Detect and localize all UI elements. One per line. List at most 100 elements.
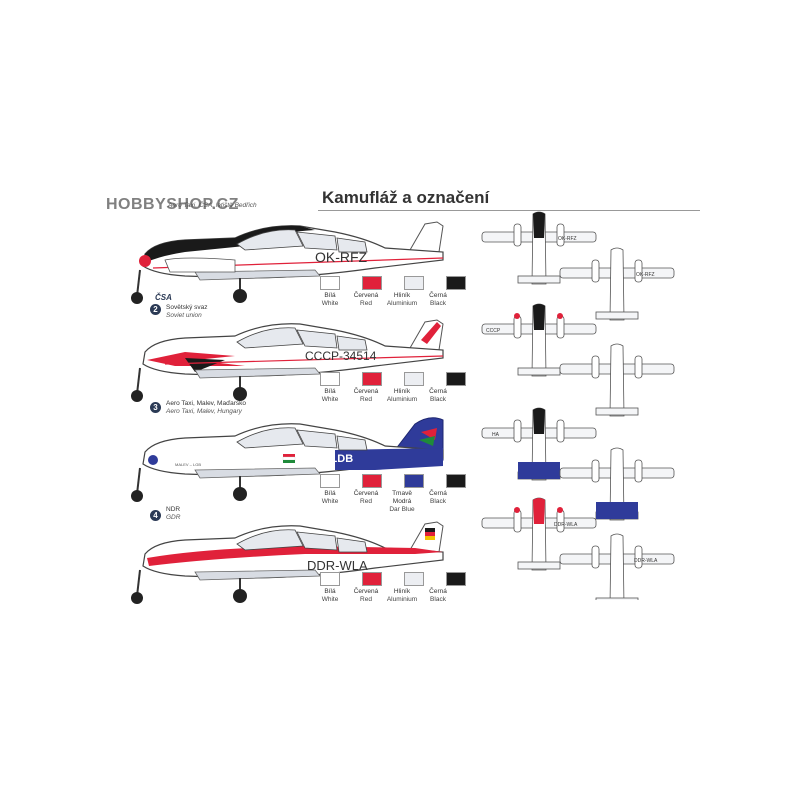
swatch-aluminium [404, 572, 424, 586]
swatch-label-cz: Hliník [393, 292, 411, 299]
swatch-label-en: Dar Blue [389, 506, 415, 513]
plan-top-4-reg: DDR-WLA [554, 522, 578, 528]
scheme-3-side-view: HA-LDB MALEV – LGB [131, 417, 444, 502]
plan-bottom-2 [559, 343, 675, 417]
swatch-label-cz: Hliník [393, 388, 411, 395]
swatch-label-en: White [321, 498, 339, 505]
swatch-label-cz: Tmavě Modrá [392, 490, 412, 505]
scheme-3-swatch-row [312, 474, 474, 488]
swatch-black [446, 474, 466, 488]
scheme-1-caption-en: Aero Taxi, ČSA, letiště Bedřich [168, 202, 257, 209]
swatch-white [320, 276, 340, 290]
swatch-aluminium [404, 372, 424, 386]
plan-bottom-4-reg: DDR-WLA [634, 558, 658, 564]
scheme-2-caption: Sovětský svaz Soviet union [166, 304, 208, 320]
swatch-label-en: Red [360, 596, 372, 603]
plan-bottom-4: DDR-WLA [559, 533, 675, 600]
scheme-1-fin-text: ČSA [155, 293, 172, 302]
scheme-3-side-text: MALEV – LGB [175, 462, 201, 467]
plan-views: OK-RFZ OK-RFZ CCCP HA DDR-WLA DDR-WLA [481, 211, 675, 600]
scheme-2-registration: CCCP-34514 [305, 349, 377, 363]
scheme-4-side-view: DDR-WLA [131, 521, 444, 604]
plan-top-3: HA [481, 407, 597, 481]
title-divider [318, 210, 700, 211]
swatch-red [362, 276, 382, 290]
swatch-label-cz: Červená [353, 292, 379, 299]
swatch-white [320, 572, 340, 586]
plan-top-2-reg: CCCP [486, 328, 501, 334]
scheme-3-number: 3 [150, 402, 161, 413]
plan-bottom-1-reg: OK-RFZ [636, 272, 655, 278]
scheme-4-swatch-row [312, 572, 474, 586]
plan-top-4: DDR-WLA [481, 497, 597, 571]
plan-top-2: CCCP [481, 303, 597, 377]
swatch-label-cz: Černá [429, 588, 447, 595]
scheme-1-registration: OK-RFZ [315, 249, 368, 265]
scheme-3-caption: Aero Taxi, Malev, Maďarsko Aero Taxi, Ma… [166, 400, 246, 416]
swatch-label-cz: Červená [353, 388, 379, 395]
swatch-label-en: Black [430, 596, 446, 603]
swatch-label-cz: Černá [429, 292, 447, 299]
swatch-label-cz: Černá [429, 388, 447, 395]
scheme-4-caption-en: GDR [166, 514, 181, 521]
swatch-dark-blue [404, 474, 424, 488]
swatch-label-en: Aluminium [386, 300, 418, 307]
swatch-label-cz: Červená [353, 588, 379, 595]
swatch-red [362, 572, 382, 586]
scheme-4-registration: DDR-WLA [307, 558, 368, 573]
swatch-black [446, 276, 466, 290]
scheme-3-registration: HA-LDB [311, 453, 353, 465]
scheme-2-number: 2 [150, 304, 161, 315]
swatch-label-en: Red [360, 498, 372, 505]
scheme-2-swatch-row [312, 372, 474, 386]
swatch-label-en: Black [430, 498, 446, 505]
swatch-label-en: Aluminium [386, 396, 418, 403]
swatch-aluminium [404, 276, 424, 290]
swatch-label-en: Red [360, 300, 372, 307]
swatch-white [320, 474, 340, 488]
plan-bottom-1: OK-RFZ [559, 247, 675, 321]
scheme-1-side-view: OK-RFZ ČSA [131, 221, 444, 304]
swatch-label-en: Red [360, 396, 372, 403]
swatch-label-cz: Bílá [324, 292, 336, 299]
swatch-label-cz: Bílá [324, 490, 336, 497]
scheme-2-side-view: CCCP-34514 [131, 319, 444, 402]
scheme-4-caption-cz: NDR [166, 506, 181, 513]
swatch-label-cz: Červená [353, 490, 379, 497]
plan-top-1: OK-RFZ [481, 211, 597, 285]
swatch-white [320, 372, 340, 386]
scheme-3-caption-en: Aero Taxi, Malev, Hungary [166, 408, 242, 415]
page-title: Kamufláž a označení [322, 188, 490, 207]
swatch-label-en: White [321, 396, 339, 403]
plan-top-3-reg: HA [492, 432, 500, 438]
swatch-label-en: Black [430, 300, 446, 307]
swatch-label-cz: Hliník [393, 588, 411, 595]
plan-top-1-reg: OK-RFZ [558, 236, 577, 242]
scheme-1-swatch-row [312, 276, 474, 290]
swatch-red [362, 474, 382, 488]
swatch-black [446, 372, 466, 386]
swatch-label-en: Aluminium [386, 596, 418, 603]
swatch-label-en: Black [430, 396, 446, 403]
scheme-1-caption: Aero Taxi, ČSA, letiště Bedřich [168, 202, 257, 210]
